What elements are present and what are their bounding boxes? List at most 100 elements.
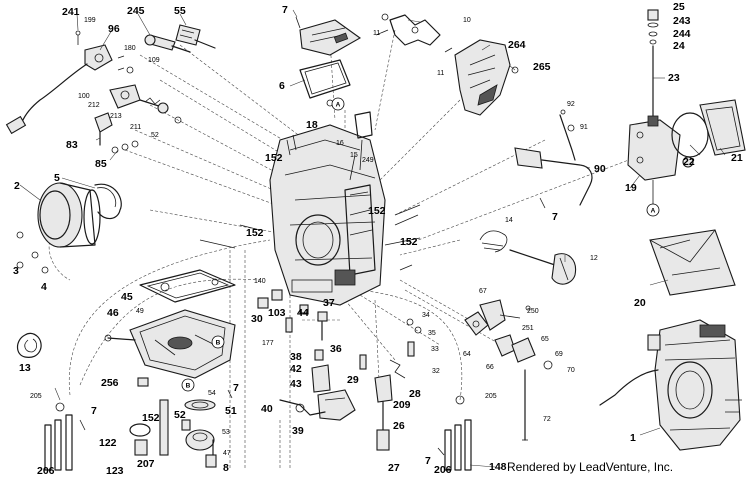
callout-26: 26 (393, 420, 405, 432)
callout-65: 65 (541, 336, 549, 343)
callout-122: 122 (99, 437, 117, 449)
callout-241: 241 (62, 6, 80, 18)
callout-103: 103 (268, 307, 286, 319)
callout-140: 140 (254, 278, 266, 285)
callout-177: 177 (262, 340, 274, 347)
callout-27: 27 (388, 462, 400, 474)
callout-67: 67 (479, 288, 487, 295)
callout-11-right: 11 (437, 70, 444, 77)
callout-8: 8 (223, 462, 229, 474)
callout-12: 12 (590, 255, 598, 262)
callout-245: 245 (127, 5, 145, 17)
callout-30: 30 (251, 313, 263, 325)
callout-152-a: 152 (265, 152, 283, 164)
callout-83: 83 (66, 139, 78, 151)
callout-90: 90 (594, 163, 606, 175)
ref-b-bowl: B (216, 340, 221, 347)
callout-264: 264 (508, 39, 526, 51)
callout-152-c: 152 (400, 236, 418, 248)
callout-207: 207 (137, 458, 155, 470)
callout-46: 46 (107, 307, 119, 319)
callout-34: 34 (422, 312, 430, 319)
callout-18: 18 (306, 119, 318, 131)
float-bowl-drain-parts (129, 399, 217, 468)
callout-206-left: 206 (37, 465, 55, 477)
callout-148: 148 (489, 461, 507, 473)
callout-152-d: 152 (246, 227, 264, 239)
callout-16: 16 (336, 140, 344, 147)
callout-7-mid: 7 (552, 211, 558, 223)
callout-20: 20 (634, 297, 646, 309)
callout-leaders (19, 9, 726, 468)
callout-52-bottom: 52 (174, 409, 186, 421)
callout-7-bowl: 7 (233, 382, 239, 394)
callout-213: 213 (110, 113, 122, 120)
credit-text: Rendered by LeadVenture, Inc. (507, 460, 673, 474)
callout-44: 44 (297, 307, 309, 319)
ref-a-right: A (651, 208, 656, 215)
callout-66: 66 (486, 364, 494, 371)
callout-labels: 241 199 96 245 55 180 109 7 10 11 11 264… (13, 1, 743, 477)
callout-91: 91 (580, 124, 588, 131)
callout-35: 35 (428, 330, 436, 337)
callout-11-left: 11 (373, 30, 380, 37)
callout-52-top: 52 (151, 132, 159, 139)
callout-39: 39 (292, 425, 304, 437)
callout-21: 21 (731, 152, 743, 164)
callout-51: 51 (225, 405, 237, 417)
callout-45: 45 (121, 291, 133, 303)
callout-251: 251 (522, 325, 534, 332)
callout-180: 180 (124, 45, 136, 52)
callout-55: 55 (174, 5, 186, 17)
callout-96: 96 (108, 23, 120, 35)
callout-256: 256 (101, 377, 119, 389)
callout-47: 47 (223, 450, 231, 457)
jets-and-small-parts (257, 289, 422, 451)
callout-244: 244 (673, 28, 691, 40)
callout-2: 2 (14, 180, 20, 192)
callout-152-e: 152 (142, 412, 160, 424)
callout-38: 38 (290, 351, 302, 363)
callout-205-right: 205 (485, 393, 497, 400)
reference-markers: A A B B (181, 97, 660, 392)
callout-53: 53 (222, 429, 230, 436)
callout-70: 70 (567, 367, 575, 374)
top-cover-assembly (295, 16, 362, 107)
callout-206-right: 206 (434, 464, 452, 476)
hot-start-plunger (144, 24, 216, 53)
callout-205-left: 205 (30, 393, 42, 400)
idle-screw-and-fittings (94, 84, 182, 154)
callout-25: 25 (673, 1, 685, 13)
callout-29: 29 (347, 374, 359, 386)
callout-7-left: 7 (91, 405, 97, 417)
assembled-carburetor (599, 319, 742, 451)
callout-37: 37 (323, 297, 335, 309)
callout-19: 19 (625, 182, 637, 194)
accelerator-pump-linkage (464, 299, 553, 441)
needle-and-sensor-assembly (627, 9, 746, 205)
callout-243: 243 (673, 15, 691, 27)
callout-3: 3 (13, 265, 19, 277)
callout-15: 15 (350, 152, 358, 159)
callout-250: 250 (527, 308, 539, 315)
callout-32: 32 (432, 368, 440, 375)
drain-tubes-and-screws (44, 389, 472, 471)
callout-54: 54 (208, 390, 216, 397)
callout-23: 23 (668, 72, 680, 84)
callout-1: 1 (630, 432, 636, 444)
callout-42: 42 (290, 363, 302, 375)
throttle-cover (454, 39, 519, 116)
callout-100: 100 (78, 93, 90, 100)
ref-b-lower: B (186, 383, 191, 390)
callout-33: 33 (431, 346, 439, 353)
callout-109: 109 (148, 57, 160, 64)
callout-249: 249 (362, 157, 374, 164)
callout-4: 4 (41, 281, 47, 293)
float-bowl-assembly (104, 269, 236, 387)
callout-212: 212 (88, 102, 100, 109)
callout-7-bottom: 7 (425, 455, 431, 467)
callout-85: 85 (95, 158, 107, 170)
callout-36: 36 (330, 343, 342, 355)
callout-14: 14 (505, 217, 513, 224)
